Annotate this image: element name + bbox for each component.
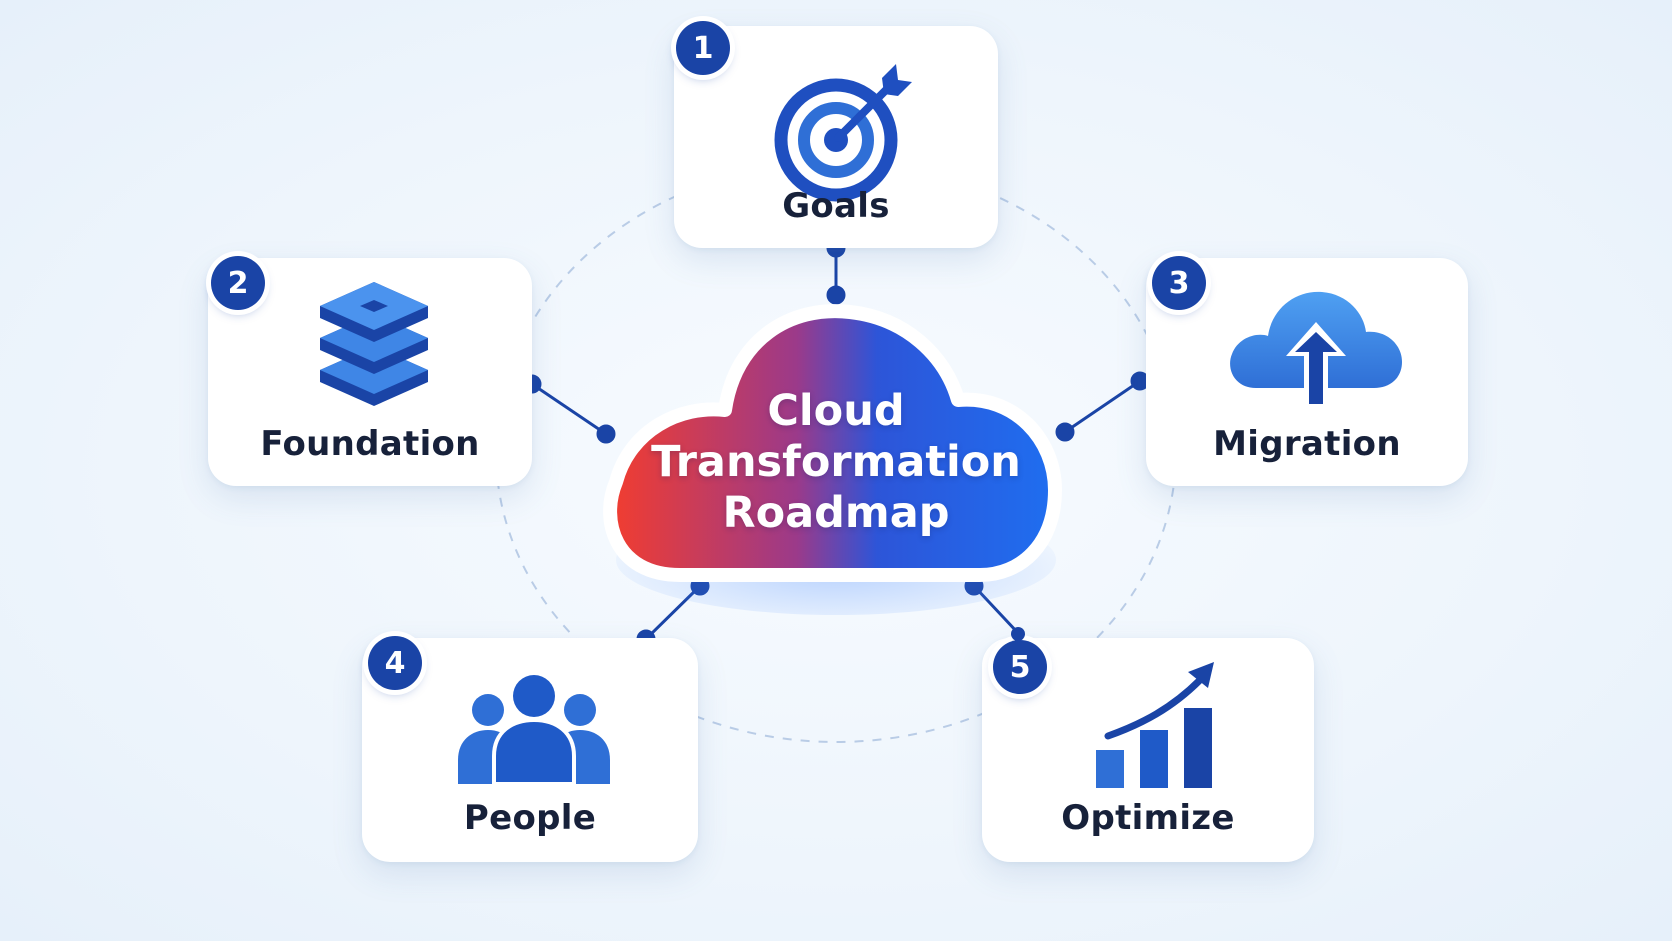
hub-cloud xyxy=(603,304,1062,615)
step-label: People xyxy=(463,798,597,838)
step-number-badge: 1 xyxy=(676,21,730,75)
hub-title-line: Cloud xyxy=(767,386,905,436)
connector-dot xyxy=(596,424,616,444)
hub-title: Cloud Transformation Roadmap xyxy=(622,386,1050,539)
connector-dot xyxy=(1055,422,1075,442)
step-label: Goals xyxy=(782,186,890,226)
step-card-migration[interactable]: Migration xyxy=(1146,258,1468,486)
connector-dot xyxy=(826,285,846,305)
step-card-goals[interactable]: Goals xyxy=(674,26,998,248)
hub-title-line: Roadmap xyxy=(722,488,950,538)
step-number-badge: 5 xyxy=(993,640,1047,694)
step-number-badge: 2 xyxy=(211,256,265,310)
hub-title-line: Transformation xyxy=(651,437,1021,487)
step-card-foundation[interactable]: Foundation xyxy=(208,258,532,486)
step-number-badge: 4 xyxy=(368,636,422,690)
connector-migration xyxy=(1064,379,1141,434)
stacked-layers-icon xyxy=(320,282,428,406)
cloud-upload-icon xyxy=(1230,291,1402,408)
connector-dot-overlay xyxy=(1011,627,1025,641)
growth-chart-icon xyxy=(1096,662,1214,788)
step-label: Optimize xyxy=(1061,798,1235,838)
connector-foundation xyxy=(531,382,607,436)
step-number-badge: 3 xyxy=(1152,256,1206,310)
step-label: Migration xyxy=(1213,424,1401,464)
target-arrow-icon xyxy=(774,64,912,202)
people-group-icon xyxy=(458,675,610,786)
step-label: Foundation xyxy=(260,424,480,464)
